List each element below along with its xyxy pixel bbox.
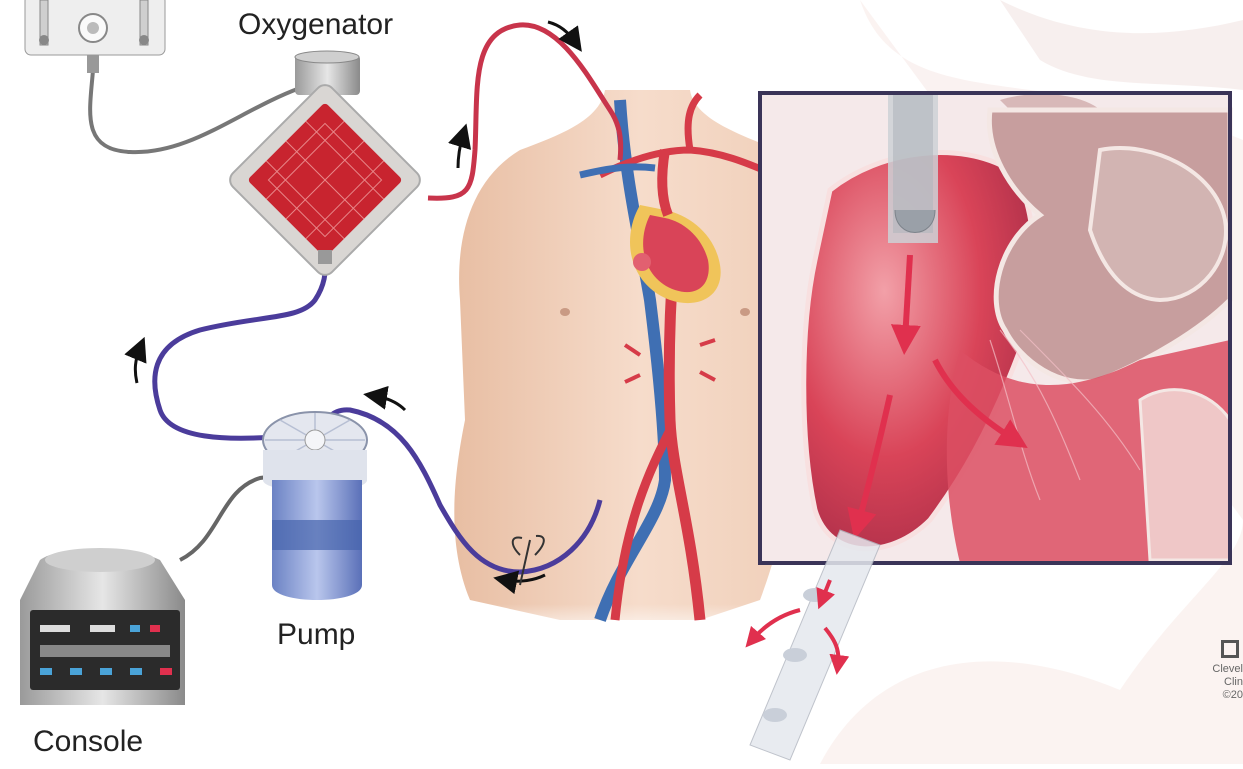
heart-cross-section-inset xyxy=(760,93,1230,563)
cleveland-clinic-logo: Clevel Clin ©20 xyxy=(1195,640,1243,702)
console-label: Console xyxy=(33,727,143,757)
logo-line-1: Clevel xyxy=(1195,663,1243,676)
pump-label: Pump xyxy=(277,620,355,650)
logo-line-3: ©20 xyxy=(1195,689,1243,702)
logo-mark-icon xyxy=(1221,640,1239,658)
pump xyxy=(263,412,367,600)
pump-to-oxygenator-tube xyxy=(155,260,326,438)
oxygenator-label: Oxygenator xyxy=(238,10,393,40)
logo-line-2: Clin xyxy=(1195,676,1243,689)
console xyxy=(20,548,185,705)
gas-blender-device xyxy=(25,0,165,73)
oxygenator xyxy=(226,51,424,279)
console-cable xyxy=(180,476,275,560)
